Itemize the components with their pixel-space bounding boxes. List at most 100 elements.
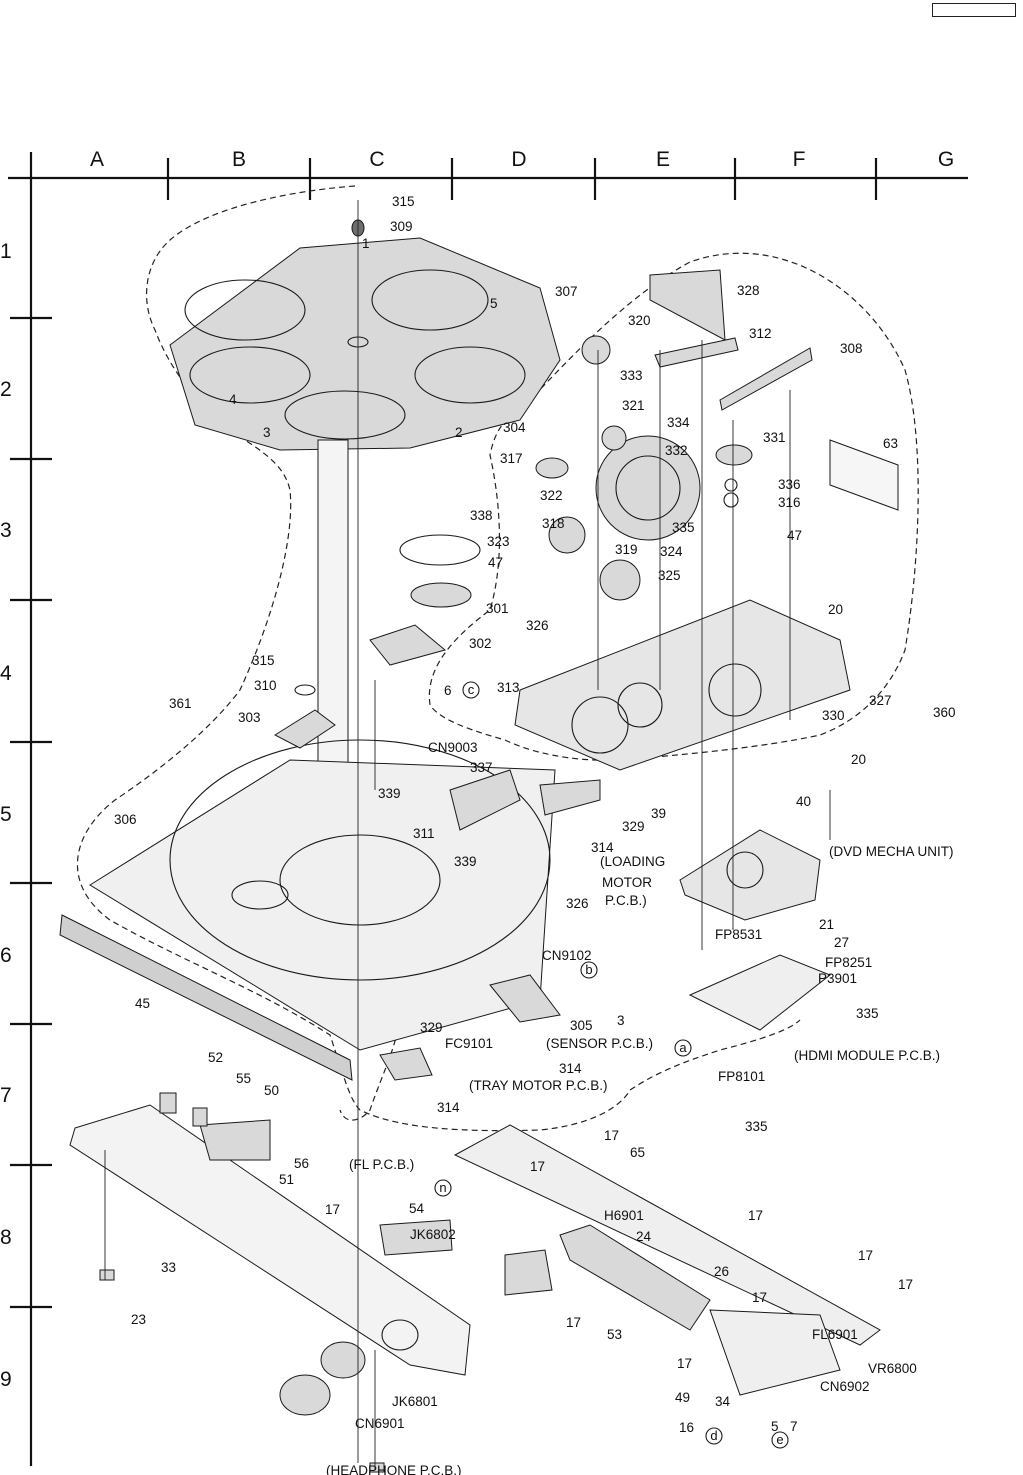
part-number-callout: 325 (658, 568, 681, 583)
component-label: FL6901 (812, 1327, 858, 1342)
part-number-callout: 307 (555, 284, 578, 299)
part-number-callout: 337 (470, 760, 493, 775)
part-number-callout: 17 (530, 1159, 545, 1174)
connector-letter: b (585, 962, 592, 977)
part-number-callout: 20 (828, 602, 843, 617)
part-number-callout: 54 (409, 1201, 425, 1216)
part-number-callout: 17 (325, 1202, 340, 1217)
part-number-callout: 310 (254, 678, 277, 693)
connector-circle (674, 1039, 692, 1057)
part-number-callout: 328 (737, 283, 760, 298)
part-number-callout: 17 (752, 1290, 767, 1305)
component-label: CN9003 (428, 740, 478, 755)
part-number-callout: 47 (488, 555, 503, 570)
part-number-callout: 361 (169, 696, 192, 711)
part-number-callout: 55 (236, 1071, 251, 1086)
part-number-callout: 40 (796, 794, 811, 809)
grid-column-label: F (793, 148, 806, 171)
connector-letter: d (710, 1428, 717, 1443)
part-number-callout: 324 (660, 544, 683, 559)
component-label: FP8251 (825, 955, 872, 970)
part-number-callout: 301 (486, 601, 509, 616)
disc-slot-number: 2 (455, 425, 463, 440)
component-label: MOTOR (602, 875, 652, 890)
part-number-callout: 330 (822, 708, 845, 723)
part-number-callout: 23 (131, 1312, 146, 1327)
part-number-callout: 320 (628, 313, 651, 328)
connector-circle (434, 1179, 452, 1197)
page-code-box (932, 3, 1016, 17)
part-number-callout: 329 (420, 1020, 443, 1035)
part-number-callout: 327 (869, 693, 892, 708)
part-number-callout: 21 (819, 917, 834, 932)
part-number-callout: 34 (715, 1394, 731, 1409)
part-number-callout: 3 (617, 1013, 625, 1028)
part-number-callout: 315 (252, 653, 275, 668)
part-number-callout: 333 (620, 368, 643, 383)
component-label: (SENSOR P.C.B.) (546, 1036, 653, 1051)
part-number-callout: 331 (763, 430, 786, 445)
grid-row-label: 4 (0, 662, 12, 685)
part-number-callout: 326 (526, 618, 549, 633)
component-label: JK6802 (410, 1227, 456, 1242)
part-number-callout: 318 (542, 516, 565, 531)
part-number-callout: 302 (469, 636, 492, 651)
connector-letter: a (679, 1040, 687, 1055)
part-number-callout: 53 (607, 1327, 622, 1342)
part-number-callout: 26 (714, 1264, 729, 1279)
component-label: VR6800 (868, 1361, 917, 1376)
part-number-callout: 65 (630, 1145, 645, 1160)
part-number-callout: 52 (208, 1050, 223, 1065)
grid-column-label: G (938, 148, 954, 171)
part-number-callout: 50 (264, 1083, 279, 1098)
part-number-callout: 47 (787, 528, 802, 543)
grid-row-label: 1 (0, 240, 12, 263)
part-number-callout: 51 (279, 1172, 294, 1187)
disc-tray (59, 739, 556, 1081)
part-number-callout: 314 (559, 1061, 582, 1076)
component-label: (FL P.C.B.) (349, 1157, 414, 1172)
part-number-callout: 33 (161, 1260, 176, 1275)
part-number-callout: 305 (570, 1018, 593, 1033)
part-number-callout: 360 (933, 705, 956, 720)
part-number-callout: 317 (500, 451, 523, 466)
part-number-callout: 313 (497, 680, 520, 695)
part-number-callout: 16 (679, 1420, 694, 1435)
connector-circle (771, 1431, 789, 1449)
component-label: (DVD MECHA UNIT) (829, 844, 954, 859)
grid-row-label: 3 (0, 519, 12, 542)
part-number-callout: 306 (114, 812, 137, 827)
grid-row-label: 5 (0, 803, 12, 826)
component-label: (HEADPHONE P.C.B.) (326, 1463, 462, 1475)
component-label: (LOADING (600, 854, 665, 869)
disc-slot-number: 5 (490, 296, 498, 311)
part-number-callout: 339 (454, 854, 477, 869)
part-number-callout: 27 (834, 935, 849, 950)
connector-circle (705, 1427, 723, 1445)
part-number-callout: 45 (135, 996, 150, 1011)
disc-slot-number: 3 (263, 425, 271, 440)
component-label: (TRAY MOTOR P.C.B.) (469, 1078, 608, 1093)
component-label: P.C.B.) (605, 893, 647, 908)
component-label: (HDMI MODULE P.C.B.) (794, 1048, 940, 1063)
mechanism-group-outline (428, 252, 919, 761)
part-number-callout: 339 (378, 786, 401, 801)
part-number-callout: 319 (615, 542, 638, 557)
grid-column-label: E (656, 148, 670, 171)
disc-slot-number: 4 (229, 392, 237, 407)
part-number-callout: 323 (487, 534, 510, 549)
component-label: FP8101 (718, 1069, 765, 1084)
part-number-callout: 304 (503, 420, 526, 435)
component-label: CN6902 (820, 1379, 870, 1394)
part-number-callout: 17 (858, 1248, 873, 1263)
connector-letter: e (776, 1432, 783, 1447)
connector-circle (462, 681, 480, 699)
grid-column-label: A (90, 148, 104, 171)
grid-row-label: 6 (0, 944, 12, 967)
dvd-mecha-chassis (514, 599, 851, 921)
part-number-callout: 316 (778, 495, 801, 510)
part-number-callout: 335 (856, 1006, 879, 1021)
